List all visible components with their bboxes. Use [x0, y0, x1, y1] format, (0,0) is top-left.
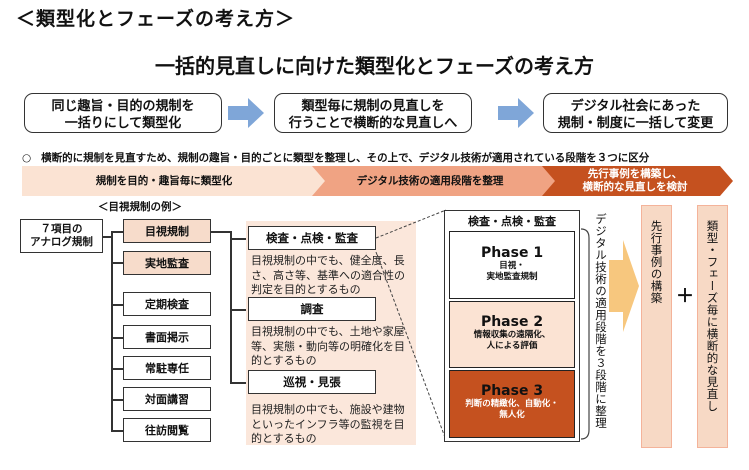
phase-1-sub2: 実地監査規制	[486, 272, 538, 282]
summary-step-3-line2: 規制・制度に一括して変更	[557, 116, 714, 131]
process-step-3: 先行事例を構築し、 横断的な見直しを検討	[550, 166, 720, 196]
summary-step-1-line2: 一括りにして類型化	[64, 116, 182, 131]
regulation-item-in-person-lecture: 対面講習	[123, 387, 211, 411]
regulation-label: 対面講習	[145, 393, 189, 406]
bullet-note: ○ 横断的に規制を見直すため、規制の趣旨・目的ごとに類型を整理し、その上で、デジタ…	[22, 150, 649, 165]
phase-side-note: デジタル技術の適用段階を３段階に整理	[594, 213, 608, 429]
regulation-item-onsite-audit: 実地監査	[123, 251, 211, 275]
summary-step-3-line1: デジタル社会にあった	[570, 99, 701, 114]
phase-3-sub2: 無人化	[499, 410, 525, 420]
result-case-building: 先行事例の構築	[641, 205, 672, 448]
process-step-3-line2: 横断的な見直しを検討	[582, 181, 688, 193]
phase-panel-header: 検査・点検・監査	[468, 215, 556, 228]
category-header-patrol: 巡視・見張	[248, 370, 376, 394]
phase-3-sub1: 判断の精緻化、自動化・	[465, 399, 559, 409]
summary-step-3: デジタル社会にあった 規制・制度に一括して変更	[543, 93, 728, 133]
result-cross-review-label: 類型・フェーズ毎に横断的な見直し	[705, 220, 720, 412]
process-step-2: デジタル技術の適用段階を整理	[320, 166, 540, 196]
page-title: 一括的見直しに向けた類型化とフェーズの考え方	[155, 54, 594, 78]
zoom-guide-lines	[375, 209, 447, 441]
process-step-3-line1: 先行事例を構築し、	[587, 168, 683, 180]
regulation-label: 実地監査	[145, 257, 189, 270]
arrow-right-icon	[609, 240, 639, 332]
process-chevrons	[22, 166, 733, 196]
examples-label: ＜目視規制の例＞	[98, 201, 182, 213]
summary-step-2-line2: 行うことで横断的な見直しへ	[288, 116, 458, 131]
phase-1-title: Phase 1	[480, 245, 544, 261]
summary-step-1: 同じ趣旨・目的の規制を 一括りにして類型化	[24, 93, 222, 133]
arrow-right-icon	[498, 98, 534, 128]
root-analog-regulations: ７項目の アナログ規制	[20, 219, 103, 253]
phase-3: Phase 3 判断の精緻化、自動化・ 無人化	[449, 370, 575, 438]
regulation-item-periodic-inspection: 定期検査	[123, 292, 211, 316]
regulation-label: 定期検査	[145, 298, 189, 311]
category-header-survey: 調査	[248, 297, 376, 321]
process-step-1-label: 規制を目的・趣旨毎に類型化	[95, 174, 233, 187]
category-desc-inspection: 目視規制の中でも、健全度、長さ、高さ等、基準への適合性の判定を目的とするもの	[251, 254, 405, 296]
phase-2: Phase 2 情報収集の遠隔化、 人による評価	[449, 301, 575, 368]
result-cross-review: 類型・フェーズ毎に横断的な見直し	[697, 205, 728, 448]
regulation-label: 往訪閲覧	[145, 424, 189, 437]
regulation-label: 常駐専任	[145, 362, 189, 375]
phase-bracket	[580, 228, 590, 440]
plus-icon: ＋	[676, 286, 694, 307]
category-detail-panel	[246, 221, 416, 445]
regulation-item-resident-dedicated: 常駐専任	[123, 356, 211, 380]
bullet-text: 横断的に規制を見直すため、規制の趣旨・目的ごとに類型を整理し、その上で、デジタル…	[41, 152, 650, 164]
result-case-building-label: 先行事例の構築	[649, 220, 664, 304]
phase-2-title: Phase 2	[480, 314, 544, 330]
arrow-right-icon	[228, 98, 264, 128]
regulation-label: 書面掲示	[145, 331, 189, 344]
category-header-label: 巡視・見張	[283, 375, 341, 389]
category-header-label: 調査	[300, 302, 324, 316]
phase-1: Phase 1 目視・ 実地監査規制	[449, 231, 575, 299]
process-step-2-label: デジタル技術の適用段階を整理	[356, 174, 504, 187]
category-header-label: 検査・点検・監査	[266, 231, 358, 245]
regulation-label: 目視規制	[145, 225, 189, 238]
regulation-item-written-posting: 書面掲示	[123, 325, 211, 349]
root-line1: ７項目の	[40, 223, 83, 235]
category-desc-patrol: 目視規制の中でも、施設や建物といったインフラ等の監視を目的とするもの	[251, 403, 405, 445]
process-step-1: 規制を目的・趣旨毎に類型化	[24, 166, 304, 196]
section-title: ＜類型化とフェーズの考え方＞	[16, 8, 296, 30]
summary-step-2-line1: 類型毎に規制の見直しを	[301, 99, 445, 114]
regulation-item-visual-inspection: 目視規制	[123, 219, 211, 243]
category-desc-survey: 目視規制の中でも、土地や家屋等、実態・動向等の明確化を目的とするもの	[251, 325, 405, 367]
root-line2: アナログ規制	[30, 236, 93, 248]
category-header-inspection: 検査・点検・監査	[248, 226, 376, 250]
bullet-marker: ○	[22, 152, 32, 164]
phase-3-title: Phase 3	[480, 383, 544, 399]
regulation-item-visit-viewing: 往訪閲覧	[123, 418, 211, 442]
phase-2-sub2: 人による評価	[486, 341, 538, 351]
summary-step-1-line1: 同じ趣旨・目的の規制を	[51, 99, 195, 114]
summary-step-2: 類型毎に規制の見直しを 行うことで横断的な見直しへ	[274, 93, 472, 133]
phase-2-sub1: 情報収集の遠隔化、	[473, 330, 551, 340]
phase-1-sub1: 目視・	[499, 261, 525, 271]
